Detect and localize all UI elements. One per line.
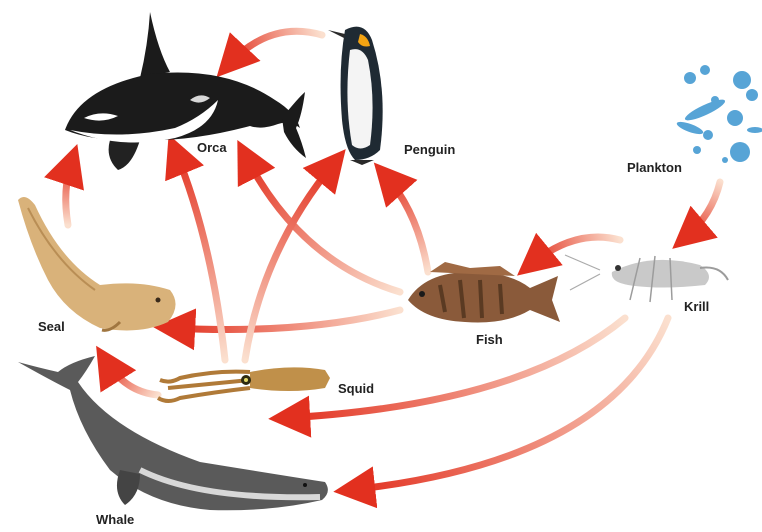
penguin-illustration [328,27,383,165]
penguin-label: Penguin [404,142,455,157]
arrow-plankton-to-krill [685,182,720,238]
squid-label: Squid [338,381,374,396]
arrow-fish-to-seal [170,310,400,330]
arrow-fish-to-penguin [385,175,428,272]
arrow-krill-to-fish [530,237,620,265]
plankton-illustration [675,65,762,163]
krill-label: Krill [684,299,709,314]
seal-illustration [18,197,176,330]
arrow-seal-to-orca [66,160,72,225]
plankton-label: Plankton [627,160,682,175]
squid-illustration [158,367,330,401]
fish-label: Fish [476,332,503,347]
orca-label: Orca [197,140,227,155]
arrow-squid-to-seal [105,360,158,395]
krill-illustration [565,255,728,302]
arrow-penguin-to-orca [228,31,322,65]
arrow-krill-to-squid [285,318,625,418]
seal-label: Seal [38,319,65,334]
whale-label: Whale [96,512,134,527]
